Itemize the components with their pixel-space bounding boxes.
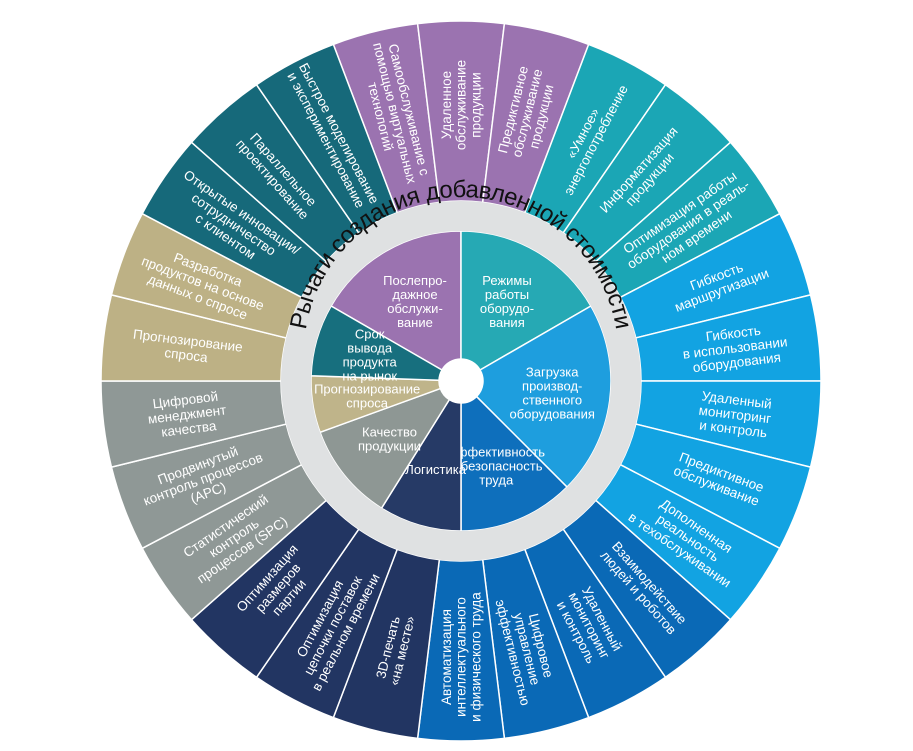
inner-sector-label-line: дажное bbox=[392, 287, 437, 302]
inner-sector-label-line: оборудования bbox=[510, 407, 595, 422]
inner-sector-label-line: продукции bbox=[358, 438, 421, 453]
outer-segment-label: Гибкостьв использованииоборудования bbox=[680, 320, 790, 377]
outer-segment-label-line: интеллектуального bbox=[454, 597, 469, 717]
inner-sector-label-line: Загрузка bbox=[526, 364, 579, 379]
outer-segment-label: Удаленноеобслуживаниепродукции bbox=[439, 60, 483, 150]
inner-sector-label-line: производ- bbox=[522, 379, 582, 394]
outer-segment-label-line: и физического труда bbox=[468, 592, 483, 722]
title-ring bbox=[281, 201, 641, 561]
outer-segment-label-line: Автоматизация bbox=[439, 609, 454, 705]
outer-segment-label: Удаленныймониторинги контроль bbox=[696, 388, 774, 441]
outer-segment-label-line: Гибкость bbox=[705, 323, 762, 345]
inner-sector-label-line: вание bbox=[397, 315, 433, 330]
inner-sector-label-line: оборудо- bbox=[480, 301, 534, 316]
outer-segments: Самообслуживание спомощью виртуальныхтех… bbox=[100, 20, 822, 742]
center-hole bbox=[439, 359, 483, 403]
inner-sector-label-line: спроса bbox=[346, 395, 388, 410]
outer-segment-label-line: спроса bbox=[164, 345, 209, 365]
inner-sector-label-line: Послепро- bbox=[383, 273, 447, 288]
inner-sector-label-line: Прогнозирование bbox=[314, 381, 420, 396]
outer-segment-label-line: Удаленное bbox=[439, 71, 454, 139]
inner-sector-label-line: работы bbox=[485, 287, 529, 302]
inner-sector-label: Логистика bbox=[405, 462, 466, 477]
outer-segment-label: Автоматизацияинтеллектуальногои физическ… bbox=[439, 592, 483, 722]
inner-sector-label-line: Логистика bbox=[405, 462, 466, 477]
outer-segment-label-line: качества bbox=[160, 418, 217, 440]
inner-sector-label-line: обслужи- bbox=[387, 301, 443, 316]
inner-sector-label-line: ственного bbox=[522, 393, 582, 408]
inner-sector-label-line: вывода bbox=[347, 340, 393, 355]
inner-sector-label-line: Качество bbox=[362, 424, 417, 439]
inner-sector bbox=[310, 304, 443, 382]
inner-sector-label-line: труда bbox=[479, 473, 514, 488]
inner-sector-label-line: Срок bbox=[355, 326, 385, 341]
inner-sector-label-line: вания bbox=[489, 315, 524, 330]
inner-sector-label-line: Эффективность bbox=[447, 445, 545, 460]
outer-segment-label: Цифровойменеджменткачества bbox=[145, 388, 229, 441]
outer-segment-label-line: обслуживание bbox=[454, 60, 469, 150]
inner-sector-label-line: продукта bbox=[343, 354, 398, 369]
outer-segment-label-line: продукции bbox=[468, 72, 483, 137]
inner-sector-label-line: Режимы bbox=[482, 273, 531, 288]
inner-sector-label-line: и безопасность bbox=[450, 459, 543, 474]
inner-sector-label-line: на рынок bbox=[342, 368, 397, 383]
